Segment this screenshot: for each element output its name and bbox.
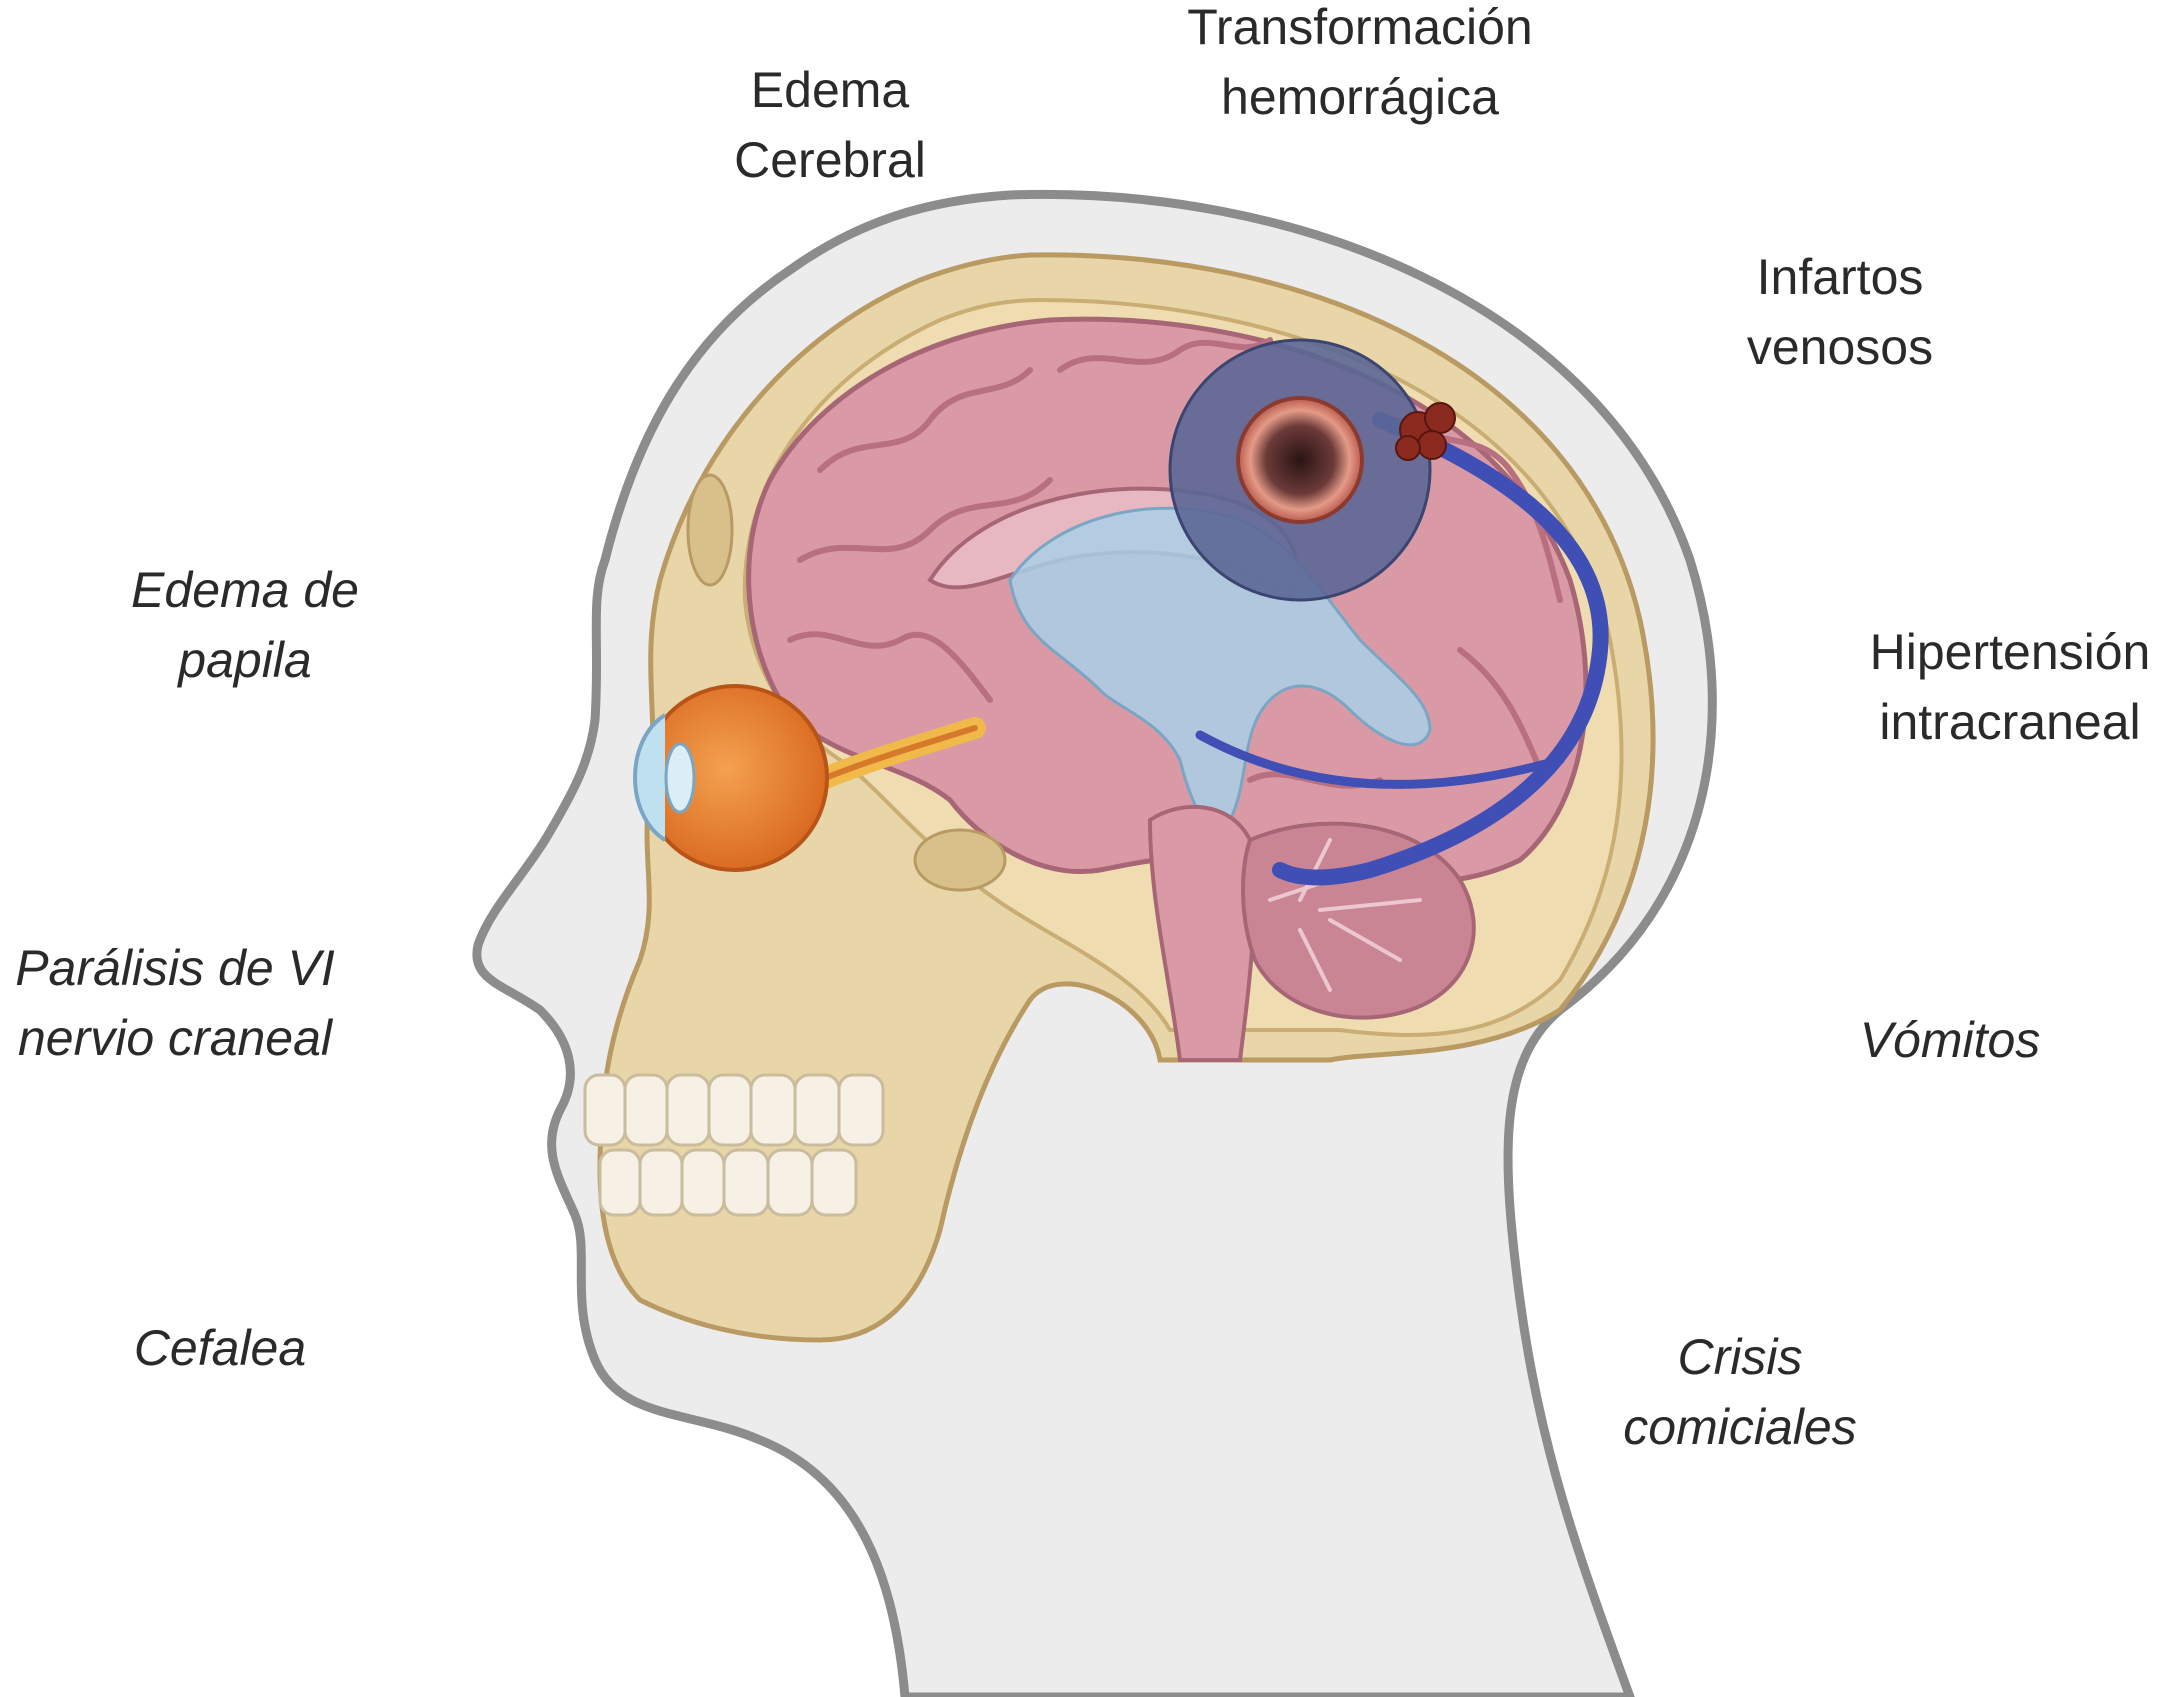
venous-sinus	[1272, 412, 1609, 886]
cornea	[633, 713, 667, 842]
label-line: papila	[178, 632, 312, 688]
label-line: Cefalea	[133, 1320, 307, 1376]
label-line: Cerebral	[734, 132, 926, 188]
sphenoid-sinus	[913, 828, 1007, 892]
hemorrhagic-lesion	[1236, 396, 1364, 524]
lens	[664, 742, 696, 814]
label-line: comiciales	[1623, 1399, 1857, 1455]
label-line: Edema	[750, 62, 910, 118]
label-vomitos: Vómitos	[1800, 1005, 2100, 1075]
label-paralisis-vi-nervio: Parálisis de VI nervio craneal	[0, 933, 350, 1073]
label-line: Infartos	[1756, 249, 1924, 305]
label-line: Edema de	[131, 562, 359, 618]
venous-clot	[1395, 402, 1456, 461]
label-line: nervio craneal	[17, 1010, 333, 1066]
label-edema-de-papila: Edema de papila	[100, 555, 390, 695]
label-line: Hipertensión	[1869, 624, 2151, 680]
teeth	[583, 1073, 885, 1217]
label-hipertension-intracraneal: Hipertensión intracraneal	[1845, 617, 2175, 757]
vein-branch	[1195, 730, 1565, 789]
label-line: Crisis	[1677, 1329, 1803, 1385]
label-transformacion-hemorragica: Transformación hemorrágica	[1150, 0, 1570, 132]
label-line: Transformación	[1187, 0, 1533, 55]
label-line: hemorrágica	[1221, 69, 1499, 125]
label-line: Vómitos	[1859, 1012, 2041, 1068]
frontal-sinus	[686, 473, 734, 587]
label-infartos-venosos: Infartos venosos	[1690, 242, 1990, 382]
label-line: venosos	[1746, 319, 1934, 375]
label-crisis-comiciales: Crisis comiciales	[1580, 1322, 1900, 1462]
label-line: Parálisis de VI	[15, 940, 335, 996]
brainstem	[1147, 804, 1257, 1062]
label-line: intracraneal	[1879, 694, 2141, 750]
label-edema-cerebral: Edema Cerebral	[690, 55, 970, 195]
label-cefalea: Cefalea	[70, 1313, 370, 1383]
optic-nerve-core	[817, 725, 978, 783]
